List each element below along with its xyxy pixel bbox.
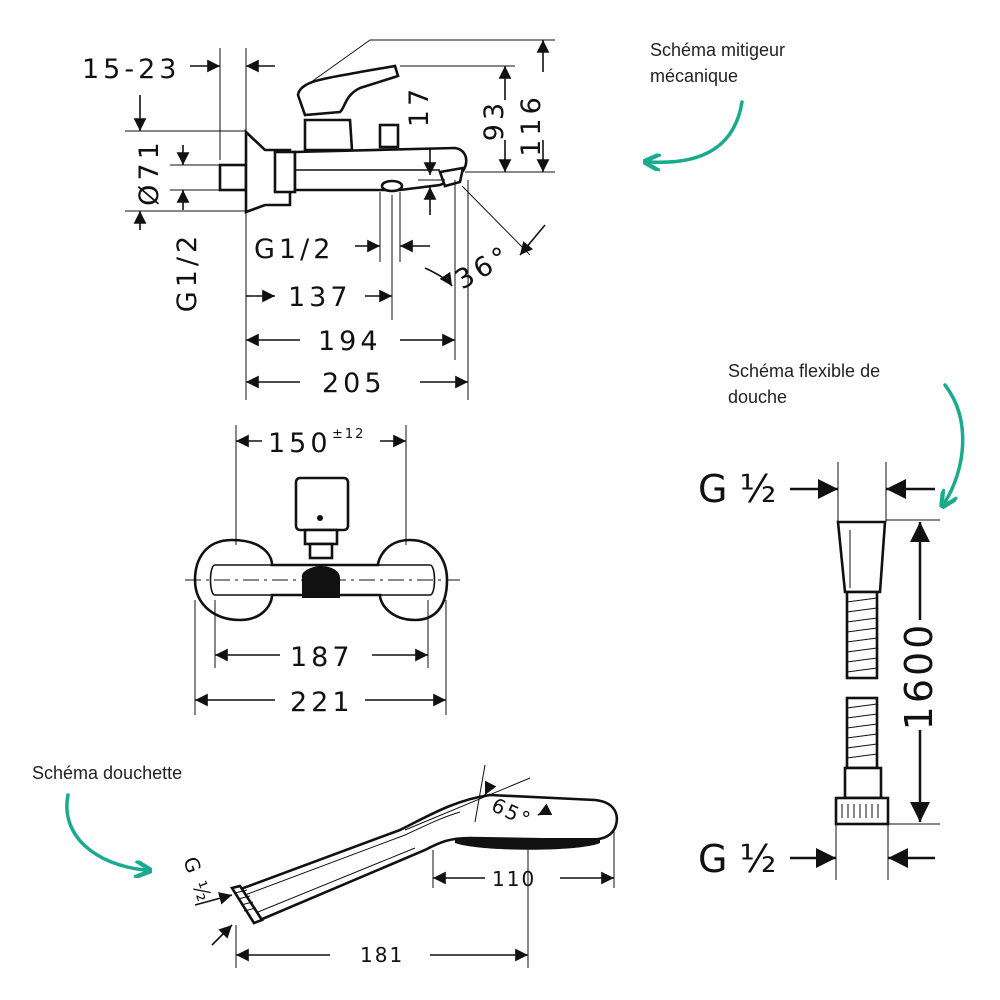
mixer-side-view: 15-23 116 93 17 Ø71 G1/2 G1/2 36° 137 19… [82, 39, 555, 400]
dim-194: 194 [318, 326, 382, 357]
dim-110: 110 [492, 867, 536, 891]
callout-mixer: Schéma mitigeur mécanique [650, 40, 785, 162]
callout-hose: Schéma flexible de douche [728, 361, 965, 502]
mixer-front-dimension-arrows [195, 434, 446, 707]
dim-1600: 1600 [897, 622, 941, 731]
dim-150: 150 [268, 428, 332, 459]
dim-g12-outlet: G1/2 [254, 234, 334, 265]
dim-181: 181 [360, 943, 404, 967]
callout-handshower-arrow-icon [65, 793, 145, 870]
callout-handshower: Schéma douchette [32, 763, 182, 870]
mixer-front-view: 150 ±12 187 221 [185, 425, 460, 718]
shower-hose-view: G ½ G ½ 1600 [698, 462, 941, 881]
dim-15-23: 15-23 [82, 54, 180, 85]
callout-hose-line2: douche [728, 387, 787, 407]
dim-205: 205 [322, 368, 386, 399]
hand-shower-dimension-arrows [194, 780, 614, 962]
hand-shower-thread: G ½ [178, 854, 217, 907]
callout-handshower-line1: Schéma douchette [32, 763, 182, 783]
mixer-side-dimension-arrows [133, 39, 550, 389]
dim-137: 137 [288, 282, 352, 313]
callout-hose-arrow-icon [945, 383, 965, 502]
mixer-front-body [185, 476, 460, 622]
hose-thread-top: G ½ [698, 467, 776, 511]
hose-extension-lines [835, 462, 940, 880]
dim-150-tolerance: ±12 [332, 427, 365, 442]
callout-mixer-line2: mécanique [650, 66, 738, 86]
dim-g12-inlet: G1/2 [172, 232, 203, 312]
dim-93: 93 [479, 99, 510, 141]
hand-shower-extension-lines [235, 764, 615, 968]
dim-187: 187 [290, 642, 354, 673]
callout-hose-line1: Schéma flexible de [728, 361, 880, 381]
hose-thread-bottom: G ½ [698, 837, 776, 881]
dim-17: 17 [404, 85, 435, 127]
dim-diameter-71: Ø71 [134, 138, 165, 206]
hand-shower-view: G ½ 65° 110 181 [178, 764, 619, 968]
callout-mixer-arrow-icon [650, 100, 744, 162]
hose-body [834, 520, 890, 826]
dim-36-deg: 36° [450, 239, 517, 296]
callout-mixer-line1: Schéma mitigeur [650, 40, 785, 60]
hand-shower-body [229, 793, 619, 925]
dim-221: 221 [290, 687, 354, 718]
dim-116: 116 [516, 93, 547, 157]
hose-dimension-arrows [790, 479, 935, 868]
